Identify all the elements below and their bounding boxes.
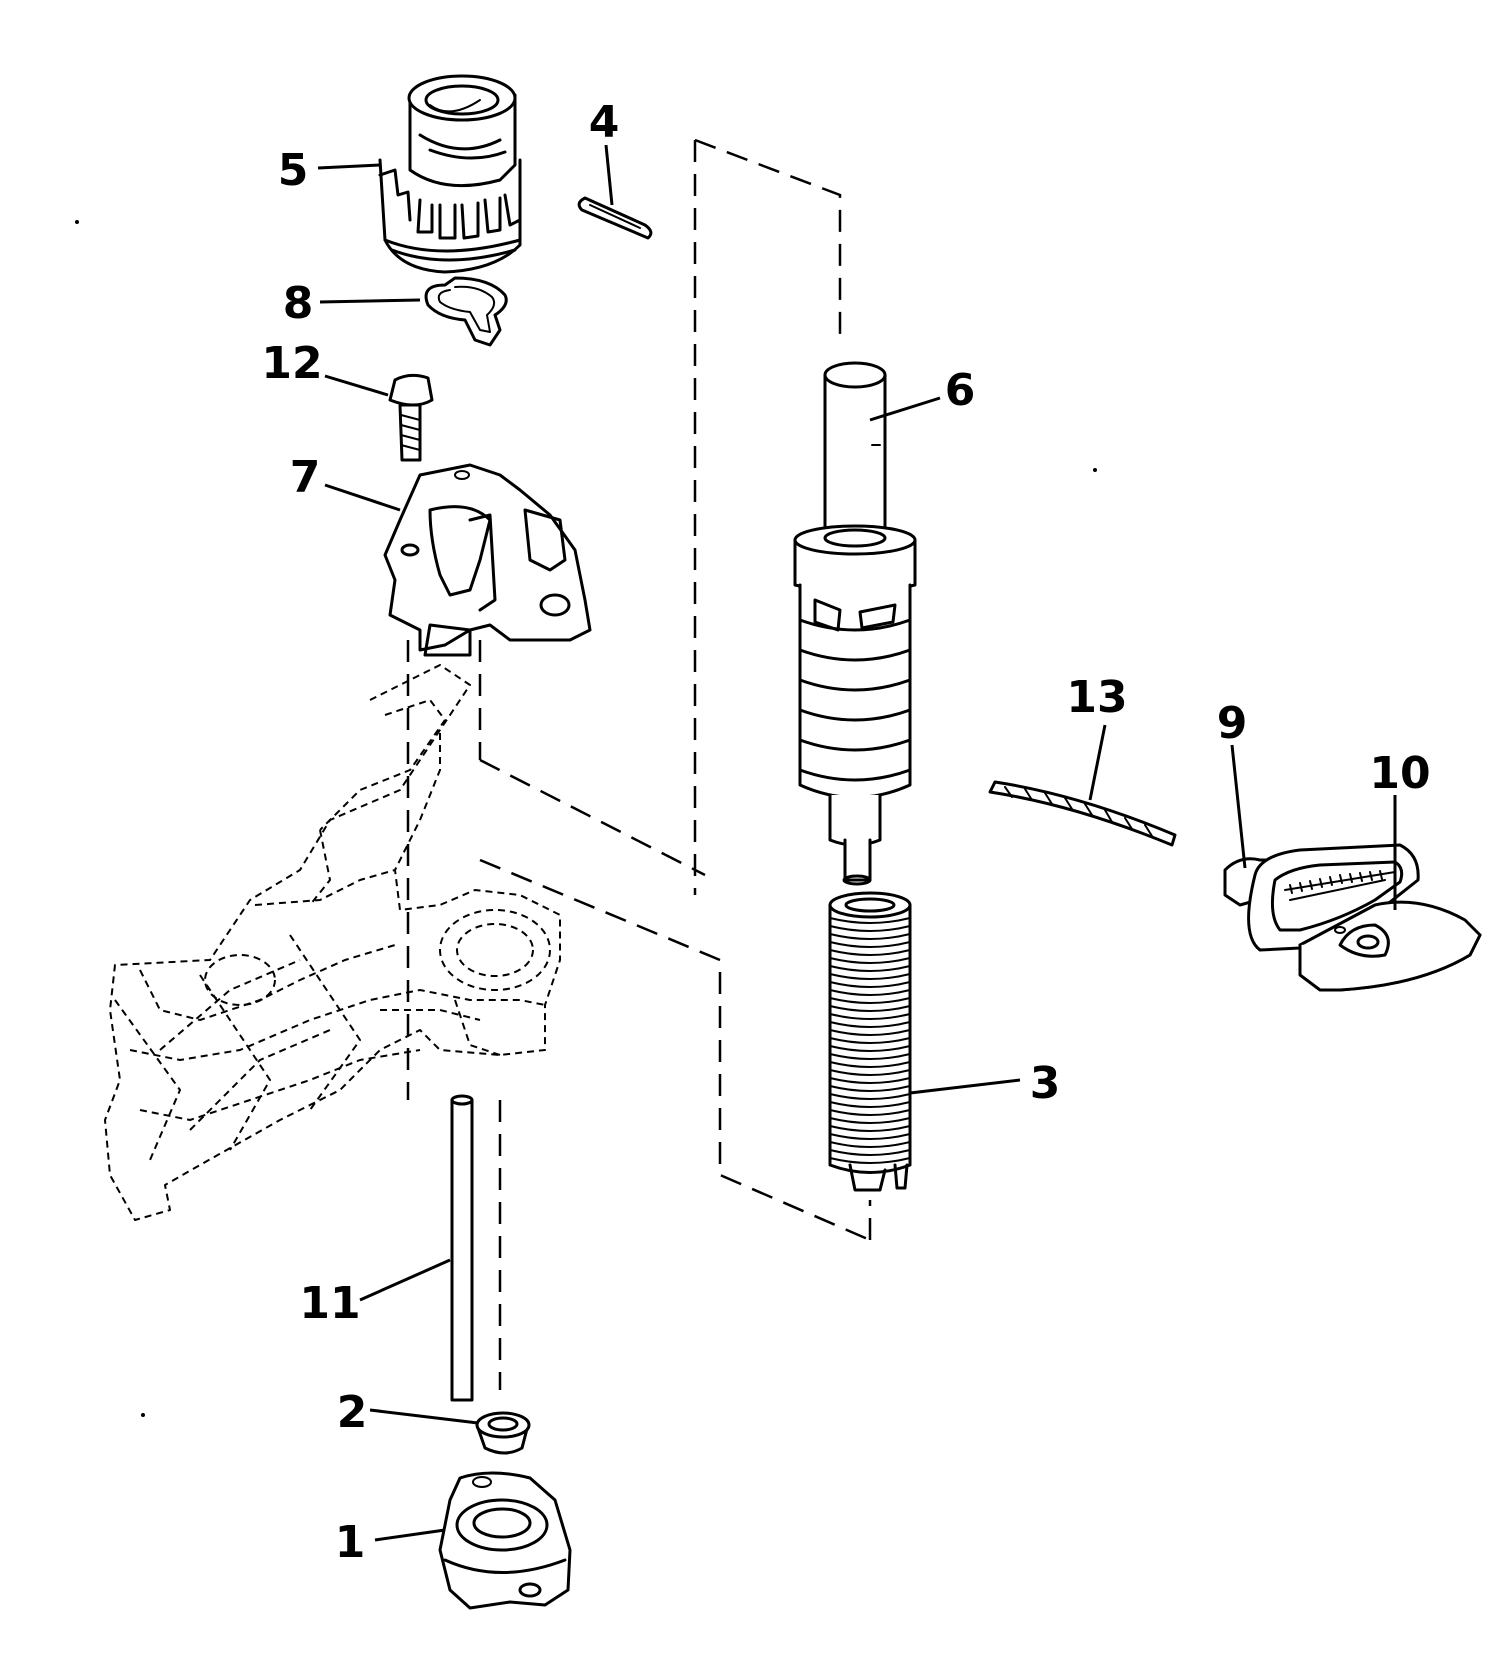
- part-13-cable: [988, 780, 1177, 847]
- spring-coil: [829, 949, 911, 956]
- spring-coil: [829, 933, 911, 940]
- part-1-bearing-housing: [438, 1471, 572, 1610]
- callout-11: 11: [299, 1278, 360, 1329]
- callout-labels: 1 2 3 4 5 6 7 8 9 10 11 12 13: [261, 97, 1430, 1568]
- spring-coil: [829, 925, 911, 932]
- callout-3: 3: [1030, 1058, 1061, 1109]
- spring-coil: [829, 1077, 911, 1084]
- spring-coils: [829, 917, 911, 1164]
- spring-coil: [829, 1101, 911, 1108]
- spring-coil: [829, 917, 911, 924]
- callout-5: 5: [278, 145, 309, 196]
- spring-coil: [829, 973, 911, 980]
- spring-coil: [829, 1125, 911, 1132]
- spring-coil: [829, 1109, 911, 1116]
- callout-8: 8: [283, 278, 314, 329]
- callout-12: 12: [261, 338, 322, 389]
- ghosted-housing-bracket: [104, 664, 561, 1221]
- spring-coil: [829, 1141, 911, 1148]
- spring-coil: [829, 965, 911, 972]
- callout-1: 1: [335, 1517, 366, 1568]
- spring-coil: [829, 1093, 911, 1100]
- spring-coil: [829, 1021, 911, 1028]
- spring-coil: [829, 1053, 911, 1060]
- spring-coil: [829, 989, 911, 996]
- part-7-mounting-plate: [383, 463, 592, 657]
- spring-coil: [829, 1029, 911, 1036]
- callout-6: 6: [945, 365, 976, 416]
- spring-coil: [829, 1061, 911, 1068]
- spring-coil: [829, 981, 911, 988]
- part-9-knob: [1223, 843, 1420, 952]
- spring-coil: [829, 957, 911, 964]
- callout-7: 7: [290, 452, 321, 503]
- part-5-gear-collar: [378, 74, 522, 274]
- spring-coil: [829, 1157, 911, 1164]
- spring-coil: [829, 1037, 911, 1044]
- part-10-cam-plate: [1298, 900, 1482, 992]
- spring-coil: [829, 1117, 911, 1124]
- part-2-bushing: [475, 1411, 531, 1455]
- scan-specks: [75, 220, 1097, 1417]
- part-11-pushrod: [450, 1094, 474, 1402]
- callout-13: 13: [1066, 672, 1127, 723]
- part-12-bolt: [388, 373, 434, 462]
- spring-coil: [829, 1005, 911, 1012]
- callout-4: 4: [589, 97, 620, 148]
- spring-coil: [829, 1085, 911, 1092]
- part-4-pin: [577, 196, 653, 240]
- part-8-retaining-ring: [424, 276, 508, 347]
- spring-coil: [829, 941, 911, 948]
- callout-2: 2: [337, 1387, 368, 1438]
- assembly-guide-lines: [406, 138, 872, 1390]
- spring-coil: [829, 1045, 911, 1052]
- callout-9: 9: [1217, 698, 1248, 749]
- spring-coil: [829, 997, 911, 1004]
- spring-coil: [829, 1149, 911, 1156]
- part-3-spring-sleeve: [828, 891, 912, 1192]
- callout-10: 10: [1369, 748, 1430, 799]
- part-6-worm-shaft: [793, 361, 917, 886]
- spring-coil: [829, 1133, 911, 1140]
- spring-coil: [829, 1069, 911, 1076]
- leader-lines: [317, 144, 1397, 1542]
- spring-coil: [829, 1013, 911, 1020]
